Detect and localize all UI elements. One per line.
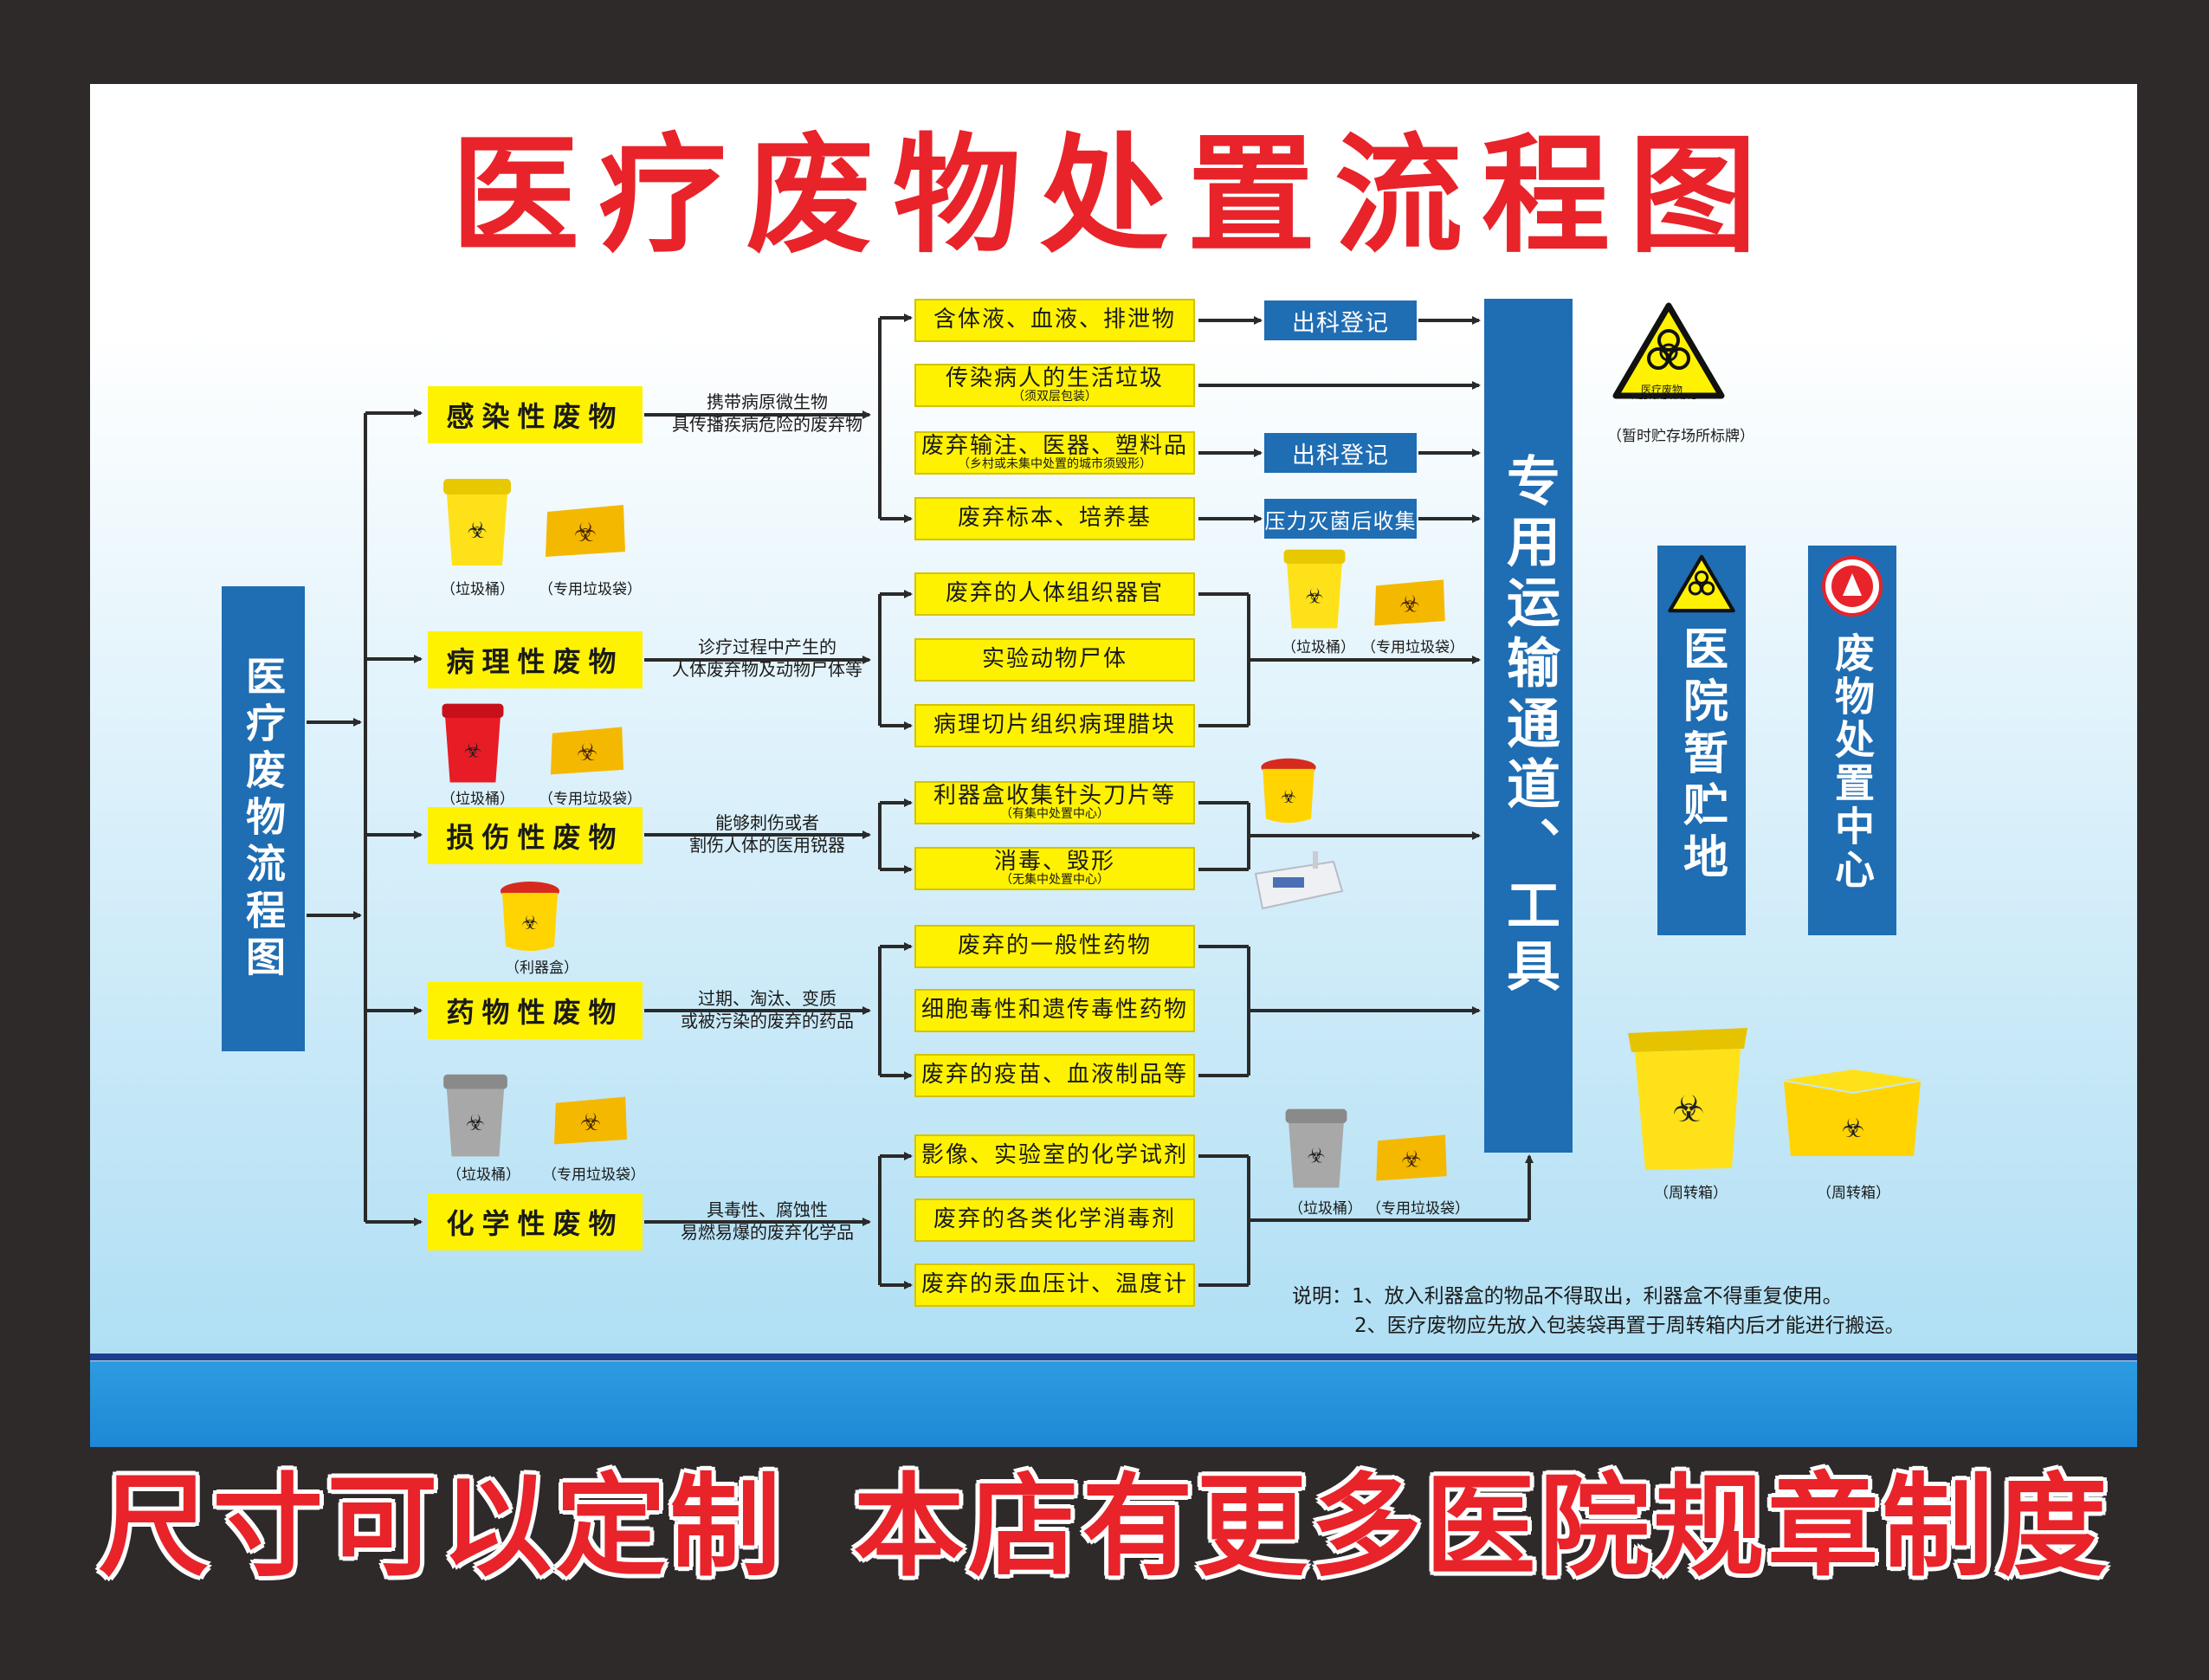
poster-board: 医疗废物处置流程图: [90, 84, 2137, 1447]
category-chemical: 化学性废物: [428, 1193, 643, 1250]
svg-text:☣: ☣: [466, 1110, 485, 1135]
disposal-center-box: 废物处置中心: [1808, 546, 1896, 935]
yellow-bag-icon: ☣: [1376, 1134, 1447, 1181]
svg-text:☣: ☣: [1842, 1114, 1865, 1144]
register-box: 出科登记: [1264, 433, 1417, 473]
desc-chemical: 具毒性、腐蚀性易燃易爆的废弃化学品: [681, 1199, 854, 1243]
bin-caption: （垃圾桶）: [441, 791, 514, 808]
sign-caption: （暂时贮存场所标牌）: [1607, 428, 1754, 445]
sub-item: 细胞毒性和遗传毒性药物: [914, 989, 1195, 1032]
sub-item: 消毒、毁形（无集中处置中心）: [914, 847, 1195, 890]
register-box: 出科登记: [1264, 300, 1417, 340]
sign-text-en: MEDICAL WASTE: [1631, 393, 1696, 402]
category-pharmaceutical: 药物性废物: [428, 982, 643, 1039]
svg-text:☣: ☣: [1672, 1088, 1705, 1130]
disinfection-device-icon: [1254, 851, 1344, 910]
gray-bin-icon: ☣: [1285, 1108, 1347, 1188]
turnover-bin-icon: ☣: [1628, 1028, 1747, 1170]
sub-item: 废弃标本、培养基: [914, 497, 1195, 540]
svg-text:☣: ☣: [1305, 584, 1323, 608]
bottom-band: [90, 1361, 2137, 1447]
desc-pathological: 诊疗过程中产生的人体废弃物及动物尸体等: [672, 636, 862, 680]
bag-caption: （专用垃圾袋）: [542, 1166, 645, 1184]
bag-caption: （专用垃圾袋）: [539, 791, 642, 808]
yellow-bag-icon: ☣: [546, 505, 625, 557]
yellow-bin-icon: ☣: [1283, 549, 1346, 629]
biohazard-warning-icon: [1668, 554, 1735, 613]
category-pathological: 病理性废物: [428, 631, 643, 688]
bin-caption: （垃圾桶）: [1282, 639, 1355, 656]
sub-item: 病理切片组织病理腊块: [914, 704, 1195, 747]
yellow-bag-icon: ☣: [550, 727, 624, 775]
svg-text:☣: ☣: [1307, 1143, 1325, 1167]
svg-text:☣: ☣: [1401, 1147, 1422, 1173]
divider-line: [90, 1354, 2137, 1360]
svg-text:☣: ☣: [1281, 786, 1296, 807]
sub-item: 传染病人的生活垃圾（须双层包装）: [914, 364, 1195, 407]
sub-item: 废弃的人体组织器官: [914, 572, 1195, 616]
sub-item: 含体液、血液、排泄物: [914, 299, 1195, 342]
medical-waste-flow-box: 医疗废物流程图: [222, 586, 305, 1051]
sharps-container-icon: ☣: [1261, 758, 1316, 824]
sub-item: 废弃的各类化学消毒剂: [914, 1199, 1195, 1242]
bin-caption: （垃圾桶）: [1289, 1200, 1362, 1218]
note-line-2: 2、医疗废物应先放入包装袋再置于周转箱内后才能进行搬运。: [1354, 1315, 1905, 1337]
footer-text-2: 本店有更多医院规章制度: [853, 1463, 2111, 1592]
sub-item: 废弃输注、医器、塑料品（乡村或未集中处置的城市须毁形）: [914, 431, 1195, 475]
svg-text:☣: ☣: [577, 740, 598, 766]
svg-text:☣: ☣: [467, 518, 487, 544]
yellow-bag-icon: ☣: [553, 1096, 628, 1145]
storage-label: 医院暂贮地: [1675, 625, 1728, 885]
sub-item: 废弃的一般性药物: [914, 925, 1195, 968]
svg-text:☣: ☣: [580, 1109, 602, 1136]
category-sharps: 损伤性废物: [428, 807, 643, 864]
bag-caption: （专用垃圾袋）: [1366, 1200, 1469, 1218]
sharps-container-icon: ☣: [501, 882, 559, 951]
svg-text:☣: ☣: [463, 738, 481, 762]
sub-item: 影像、实验室的化学试剂: [914, 1134, 1195, 1178]
sub-item: 废弃的疫苗、血液制品等: [914, 1054, 1195, 1097]
center-label: 废物处置中心: [1829, 632, 1876, 892]
turnover-caption: （周转箱）: [1817, 1185, 1890, 1202]
yellow-bag-icon: ☣: [1374, 579, 1445, 626]
category-infectious: 感染性废物: [428, 386, 643, 443]
red-bin-icon: ☣: [442, 703, 504, 783]
sign-text-cn: 医疗废物: [1641, 384, 1683, 396]
flow-connectors: [307, 313, 1534, 1289]
bag-caption: （专用垃圾袋）: [539, 581, 642, 598]
gray-bin-icon: ☣: [443, 1074, 507, 1157]
sub-item: 废弃的汞血压计、温度计: [914, 1263, 1195, 1307]
sub-item: 实验动物尸体: [914, 638, 1195, 682]
page-title: 医疗废物处置流程图: [451, 121, 1776, 270]
biohazard-warning-icon: [1612, 302, 1725, 399]
svg-text:☣: ☣: [1399, 591, 1420, 618]
sharps-caption: （利器盒）: [505, 960, 578, 977]
turnover-caption: （周转箱）: [1654, 1185, 1728, 1202]
transport-channel-box: 专用运输通道、工具: [1484, 299, 1573, 1153]
bin-caption: （垃圾桶）: [441, 581, 514, 598]
desc-sharps: 能够刺伤或者割伤人体的医用锐器: [689, 812, 845, 856]
footer-banner: 尺寸可以定制本店有更多医院规章制度: [0, 1472, 2209, 1583]
footer-text-1: 尺寸可以定制: [98, 1463, 785, 1592]
register-box: 压力灭菌后收集: [1264, 499, 1417, 539]
yellow-bin-icon: ☣: [443, 479, 511, 565]
note-line-1: 说明：1、放入利器盒的物品不得取出，利器盒不得重复使用。: [1292, 1285, 1843, 1308]
sub-item: 利器盒收集针头刀片等（有集中处置中心）: [914, 781, 1195, 824]
bag-caption: （专用垃圾袋）: [1361, 639, 1464, 656]
bin-caption: （垃圾桶）: [447, 1166, 520, 1184]
desc-pharmaceutical: 过期、淘汰、变质或被污染的废弃的药品: [681, 988, 854, 1031]
svg-text:☣: ☣: [574, 518, 597, 548]
svg-text:☣: ☣: [521, 913, 539, 934]
temporary-storage-box: 医院暂贮地: [1657, 546, 1746, 935]
desc-infectious: 携带病原微生物具传播疾病危险的废弃物: [672, 391, 862, 435]
turnover-box-icon: ☣: [1784, 1069, 1921, 1156]
disposal-logo-icon: [1822, 556, 1883, 617]
